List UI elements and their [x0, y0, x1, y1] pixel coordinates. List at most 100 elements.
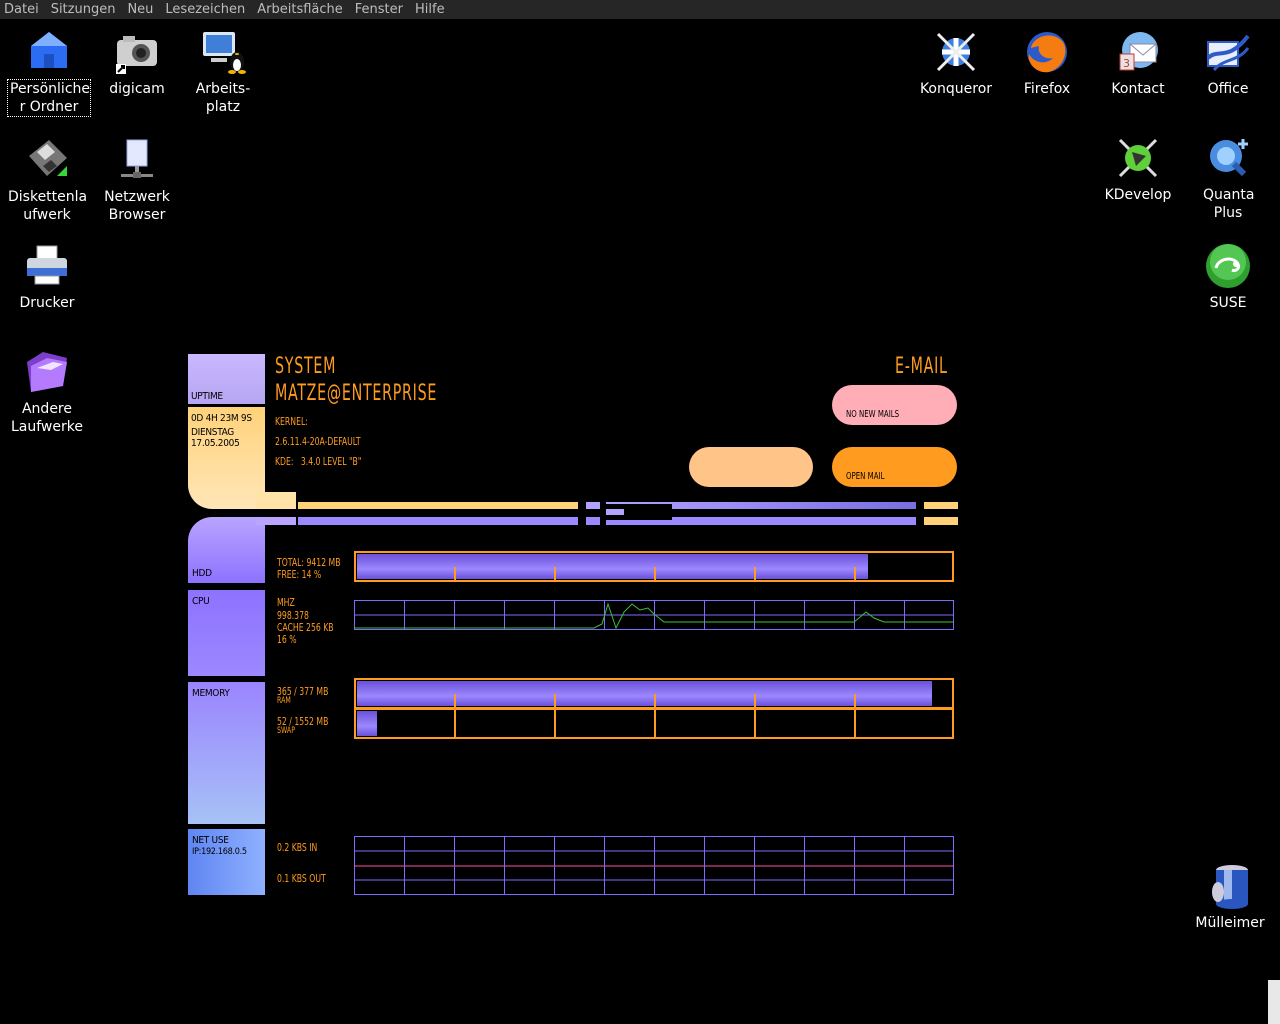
net-block: NET USE IP:192.168.0.5	[188, 829, 265, 895]
elbow-mid	[256, 517, 296, 525]
computer-icon	[203, 32, 246, 74]
elbow-mid-cutout	[265, 525, 295, 549]
desktop-icon-label: Arbeits- platz	[195, 81, 251, 115]
bar-tick	[854, 567, 856, 580]
hdd-header-block: HDD	[188, 517, 265, 583]
desktop-icon-muelleimer[interactable]: Mülleimer	[1185, 862, 1275, 932]
menu-fenster[interactable]: Fenster	[354, 2, 403, 17]
kde-version: KDE: 3.4.0 LEVEL "B"	[275, 455, 362, 468]
network-icon	[121, 139, 153, 178]
desktop-icon-kontact[interactable]: 3 Kontact	[1093, 28, 1183, 98]
divider-gap	[604, 504, 672, 520]
desktop-icon-andere-laufwerke[interactable]: Andere Laufwerke	[2, 348, 92, 436]
ram-usage-fill	[357, 681, 932, 706]
net-out: 0.1 KBS OUT	[277, 872, 326, 885]
bar-tick	[754, 710, 756, 737]
hdd-ticks	[356, 553, 952, 580]
menu-arbeitsflaeche[interactable]: Arbeitsfläche	[257, 2, 343, 17]
desktop-icon-label: Quanta Plus	[1203, 187, 1255, 221]
kontact-icon: 3	[1119, 32, 1158, 71]
hdd-total: TOTAL: 9412 MB	[277, 556, 341, 569]
cpu-load: 16 %	[277, 633, 297, 646]
divider-bar-bot-1	[298, 517, 578, 525]
desktop-icon-home[interactable]: Persönliche r Ordner	[4, 28, 94, 117]
svg-text:3: 3	[1123, 57, 1130, 70]
menu-neu[interactable]: Neu	[127, 2, 154, 17]
desktop-icon-konqueror[interactable]: Konqueror	[911, 28, 1001, 98]
desktop-icon-diskette[interactable]: Diskettenla ufwerk	[2, 136, 92, 224]
desktop-icon-firefox[interactable]: Firefox	[1002, 28, 1092, 98]
bar-tick	[854, 710, 856, 737]
divider-bar-top-4	[924, 502, 958, 509]
desktop-icon-arbeitsplatz[interactable]: Arbeits- platz	[178, 28, 268, 116]
desktop-icon-quanta[interactable]: Quanta Plus	[1183, 134, 1273, 222]
desktop-icon-label: Drucker	[19, 295, 75, 311]
trash-icon	[1212, 865, 1248, 909]
bar-tick	[554, 694, 556, 707]
open-mail-button[interactable]: OPEN MAIL	[832, 447, 957, 487]
swap-usage-bar	[354, 708, 954, 739]
system-host: MATZE@ENTERPRISE	[275, 381, 438, 406]
net-ip: IP:192.168.0.5	[192, 847, 247, 857]
open-mail-label: OPEN MAIL	[846, 471, 885, 482]
cpu-block: CPU	[188, 590, 265, 676]
home-folder-icon	[31, 32, 67, 68]
desktop-icon-label: Office	[1207, 81, 1249, 97]
menu-bar: Datei Sitzungen Neu Lesezeichen Arbeitsf…	[0, 0, 1280, 19]
panel-edge-handle[interactable]	[1268, 980, 1280, 1024]
ram-ticks	[356, 680, 952, 707]
system-title: SYSTEM	[275, 354, 337, 379]
kernel-label: KERNEL:	[275, 415, 308, 428]
menu-sitzungen[interactable]: Sitzungen	[50, 2, 116, 17]
desktop-icon-label: Firefox	[1023, 81, 1071, 97]
lcars-system-monitor: UPTIME 0D 4H 23M 9S DIENSTAG 17.05.2005 …	[186, 352, 962, 898]
uptime-body-block: 0D 4H 23M 9S DIENSTAG 17.05.2005	[188, 407, 265, 509]
uptime-value: 0D 4H 23M 9S	[191, 413, 252, 424]
desktop-icon-netzwerk[interactable]: Netzwerk Browser	[92, 136, 182, 224]
hdd-usage-bar	[354, 551, 954, 582]
menu-datei[interactable]: Datei	[4, 2, 39, 17]
cpu-cache: CACHE 256 KB	[277, 621, 334, 634]
drives-folder-icon	[27, 352, 67, 392]
no-new-mails-button[interactable]: NO NEW MAILS	[832, 385, 957, 425]
desktop-icon-label: Persönliche r Ordner	[7, 79, 91, 117]
desktop-icon-label: Netzwerk Browser	[104, 189, 170, 223]
desktop-icon-suse[interactable]: SUSE	[1183, 242, 1273, 312]
kernel-value: 2.6.11.4-20A-DEFAULT	[275, 435, 361, 448]
quanta-icon	[1210, 139, 1248, 177]
desktop-icon-label: Diskettenla ufwerk	[8, 189, 88, 223]
cpu-graph	[354, 600, 954, 630]
cpu-load-line	[354, 602, 954, 630]
desktop-icon-label: Mülleimer	[1195, 915, 1265, 931]
kdevelop-icon	[1118, 138, 1158, 178]
uptime-label: UPTIME	[191, 391, 223, 402]
hdd-usage-fill	[357, 554, 868, 579]
desktop-icon-digicam[interactable]: digicam	[92, 28, 182, 98]
ram-value: 365 / 377 MB	[277, 685, 329, 698]
divider-bar-top-3	[606, 502, 916, 509]
divider-bar-top-1	[298, 502, 578, 509]
divider-bar-top-2	[586, 502, 600, 509]
uptime-date: 17.05.2005	[191, 438, 240, 449]
desktop-icon-label: digicam	[109, 81, 165, 97]
cpu-speed: 998.378	[277, 609, 309, 622]
desktop-icon-kdevelop[interactable]: KDevelop	[1093, 134, 1183, 204]
cpu-mhz-label: MHZ	[277, 596, 295, 609]
desktop-icon-office[interactable]: Office	[1183, 28, 1273, 98]
cpu-label: CPU	[192, 596, 210, 607]
swap-label: SWAP	[277, 726, 296, 736]
divider-bar-bot-4	[924, 517, 958, 525]
menu-lesezeichen[interactable]: Lesezeichen	[165, 2, 246, 17]
memory-label: MEMORY	[192, 688, 230, 699]
bar-tick	[754, 694, 756, 707]
swap-ticks	[356, 710, 952, 737]
blank-pill-button[interactable]	[689, 447, 813, 487]
elbow-top	[256, 492, 296, 509]
swap-value: 52 / 1552 MB	[277, 715, 329, 728]
desktop-icon-drucker[interactable]: Drucker	[2, 242, 92, 312]
hdd-free: FREE: 14 %	[277, 568, 322, 581]
bar-tick	[554, 710, 556, 737]
uptime-header-block: UPTIME	[188, 354, 265, 404]
menu-hilfe[interactable]: Hilfe	[415, 2, 445, 17]
ram-usage-bar	[354, 678, 954, 709]
